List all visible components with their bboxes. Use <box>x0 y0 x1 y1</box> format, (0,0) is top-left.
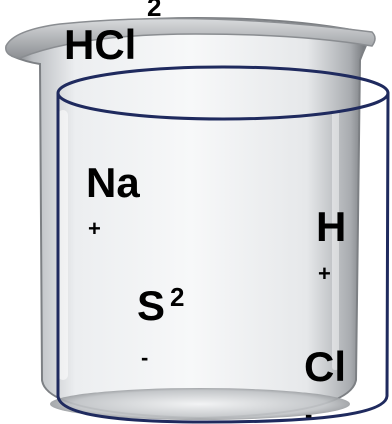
beaker-rim <box>5 17 376 59</box>
hydrogen-ion-charge: + <box>318 261 331 286</box>
sodium-ion-label: Na <box>86 159 140 206</box>
hcl-superscript: 2 <box>147 0 162 22</box>
chloride-ion-label: Cl <box>304 343 346 390</box>
sulfide-ion-label: S <box>137 282 166 329</box>
glass-highlight-left <box>58 110 68 380</box>
sodium-ion-charge: + <box>88 216 101 241</box>
glass-highlight-right <box>332 110 339 370</box>
sulfide-ion-charge: - <box>141 345 149 370</box>
liquid-body-outline <box>56 92 390 424</box>
beaker-base <box>50 388 350 420</box>
hydrogen-ion-label: H <box>316 203 347 250</box>
hcl-label: HCl <box>64 21 137 68</box>
sulfide-ion-superscript: 2 <box>170 282 185 312</box>
chloride-ion-charge: - <box>305 402 313 424</box>
